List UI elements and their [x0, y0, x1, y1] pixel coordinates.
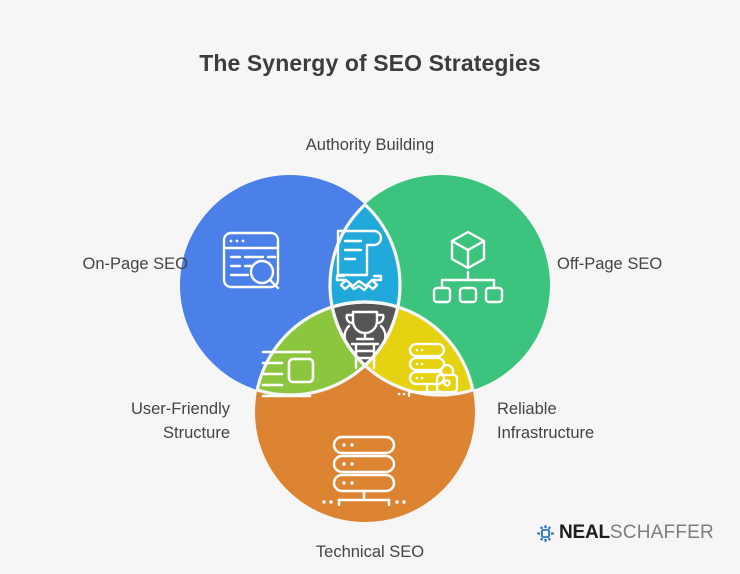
- brand-logo: NEALSCHAFFER: [536, 521, 714, 545]
- certificate-handshake-icon: [335, 229, 383, 292]
- cube-hierarchy-icon: [432, 230, 504, 304]
- label-authority-building: Authority Building: [305, 136, 435, 154]
- database-lock-icon: [397, 342, 459, 398]
- browser-window-search-icon: [222, 231, 280, 290]
- region-user-friendly-structure: [255, 302, 400, 395]
- logo-name-light: SCHAFFER: [609, 522, 714, 543]
- label-off-page-seo: Off-Page SEO: [557, 255, 663, 273]
- logo-name-bold: NEAL: [559, 522, 610, 543]
- server-stack-icon: [322, 435, 406, 507]
- page-title: The Synergy of SEO Strategies: [199, 50, 541, 76]
- label-on-page-seo: On-Page SEO: [82, 255, 188, 273]
- label-reliable-infrastructure: Reliable Infrastructure: [497, 400, 595, 442]
- layout-wireframe-icon: [261, 350, 315, 398]
- label-technical-seo: Technical SEO: [315, 543, 425, 561]
- trophy-ladder-icon: [343, 310, 387, 370]
- circuit-chip-icon: [537, 524, 554, 542]
- label-user-friendly-structure: User-Friendly Structure: [130, 400, 230, 442]
